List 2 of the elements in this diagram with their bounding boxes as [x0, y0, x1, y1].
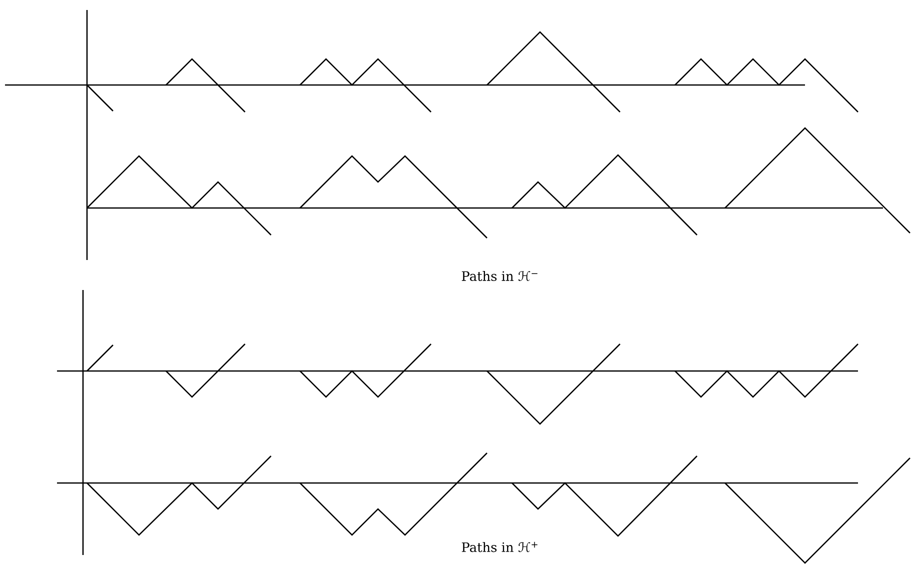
- caption: Paths in ℋ$^{+}$: [462, 542, 538, 552]
- caption: Paths in ℋ$^{−}$: [462, 270, 538, 281]
